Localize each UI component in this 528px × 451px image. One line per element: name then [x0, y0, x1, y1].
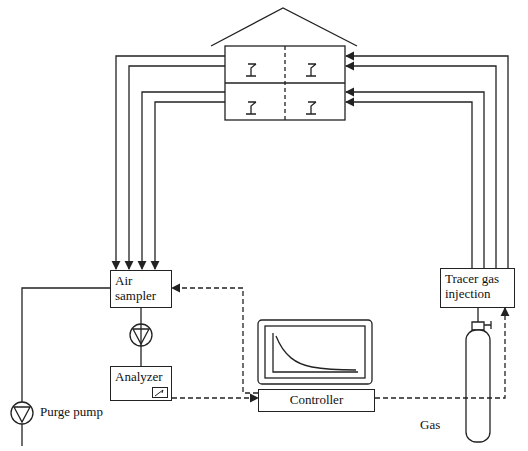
house-walls — [225, 46, 345, 120]
purge-line — [22, 288, 110, 446]
purge-pump-triangle — [14, 407, 30, 422]
sampling-tubes — [116, 56, 225, 269]
gas-label: Gas — [418, 418, 442, 433]
monitor — [258, 320, 372, 384]
monitor-screen — [265, 326, 365, 378]
room-divider — [284, 46, 285, 120]
room-sampler-symbols — [246, 64, 316, 114]
box-text: Analyzer — [115, 370, 167, 385]
meter-symbol — [152, 387, 168, 398]
gas-cylinder — [466, 330, 490, 442]
injection-box: Tracer gas injection — [440, 268, 515, 308]
cylinder-valve — [472, 321, 491, 330]
house-roof — [211, 8, 357, 46]
sample-line — [140, 308, 141, 366]
signal-line — [375, 308, 505, 398]
analyzer-box: Analyzer — [110, 366, 172, 401]
gas-pipe — [477, 308, 478, 322]
decay-curve — [273, 333, 358, 372]
injection-tubes — [346, 56, 508, 268]
purge-pump-label: Purge pump — [38, 405, 105, 420]
box-text: Controller — [263, 393, 370, 408]
box-text: Air sampler — [115, 274, 167, 304]
controller-box: Controller — [258, 389, 375, 412]
purge-pump — [11, 402, 33, 424]
air-sampler-box: Air sampler — [110, 270, 172, 308]
signal-line — [172, 397, 258, 398]
box-text: Tracer gas injection — [445, 272, 510, 302]
signal-line — [172, 288, 258, 393]
